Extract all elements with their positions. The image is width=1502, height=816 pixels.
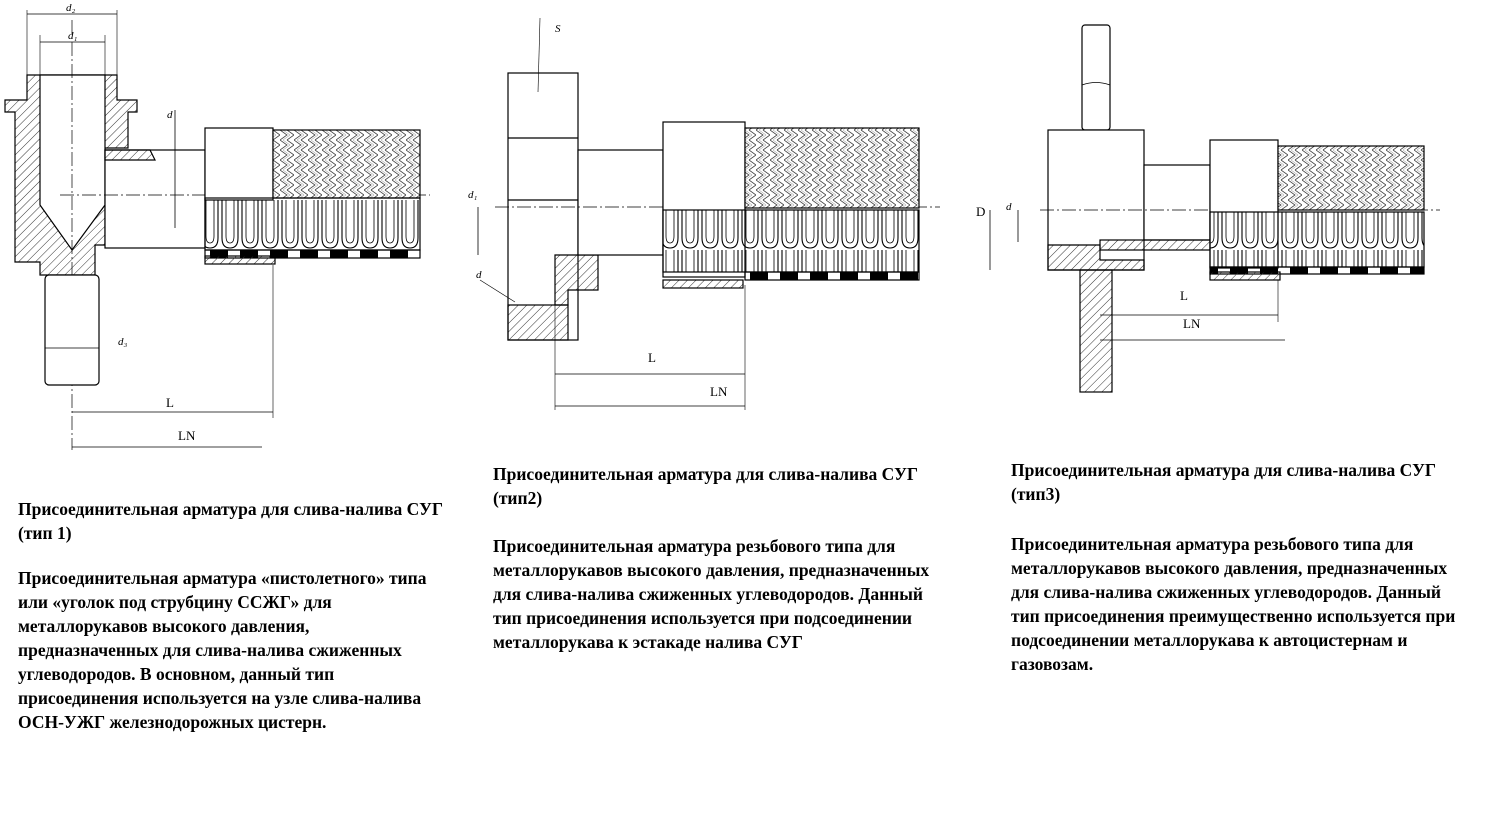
dim-type1-LN: LN bbox=[178, 428, 196, 443]
dim-type1-L: L bbox=[166, 395, 174, 410]
type1-corrugation bbox=[204, 197, 421, 251]
caption-type1: Присоединительная арматура для слива-нал… bbox=[18, 497, 448, 734]
caption-type2: Присоединительная арматура для слива-нал… bbox=[493, 462, 933, 654]
dim-type1-d1: d₁ bbox=[68, 30, 78, 42]
drawing-type2 bbox=[477, 17, 940, 410]
type3-handle-bottom bbox=[1079, 269, 1113, 393]
type2-braid bbox=[744, 127, 920, 209]
dim-type1-d3: d₃ bbox=[118, 336, 128, 348]
description-type1: Присоединительная арматура «пистолетного… bbox=[18, 568, 427, 732]
type1-nipple bbox=[104, 149, 206, 249]
type3-corrugation bbox=[1209, 211, 1425, 268]
dim-type1-d: d bbox=[167, 109, 173, 121]
type1-braid bbox=[272, 129, 421, 199]
type2-corrugation bbox=[662, 209, 920, 273]
dim-type1-d2: d₂ bbox=[66, 2, 76, 14]
dim-type2-d: d bbox=[476, 269, 482, 281]
type1-nut bbox=[204, 127, 274, 201]
dim-type2-L: L bbox=[648, 350, 656, 365]
drawing-type1 bbox=[4, 10, 430, 450]
description-type2: Присоединительная арматура резьбового ти… bbox=[493, 536, 930, 652]
dim-type2-LN: LN bbox=[710, 384, 728, 399]
type1-pin bbox=[44, 274, 100, 386]
dim-type3-L: L bbox=[1180, 288, 1188, 303]
description-type3: Присоединительная арматура резьбового ти… bbox=[1011, 534, 1456, 674]
drawing-type3 bbox=[989, 24, 1440, 393]
title-type1: Присоединительная арматура для слива-нал… bbox=[18, 499, 444, 543]
dim-type3-D: D bbox=[976, 204, 985, 219]
title-type3: Присоединительная арматура для слива-нал… bbox=[1011, 460, 1437, 504]
type3-braid bbox=[1277, 145, 1425, 211]
dim-type2-S: S bbox=[555, 23, 561, 35]
title-type2: Присоединительная арматура для слива-нал… bbox=[493, 464, 919, 508]
dim-type3-LN: LN bbox=[1183, 316, 1201, 331]
dim-type3-d: d bbox=[1006, 201, 1012, 213]
caption-type3: Присоединительная арматура для слива-нал… bbox=[1011, 458, 1461, 676]
type3-handle-top bbox=[1081, 24, 1111, 131]
dim-type2-d1: d₁ bbox=[468, 189, 478, 201]
type1-bore bbox=[39, 74, 106, 252]
